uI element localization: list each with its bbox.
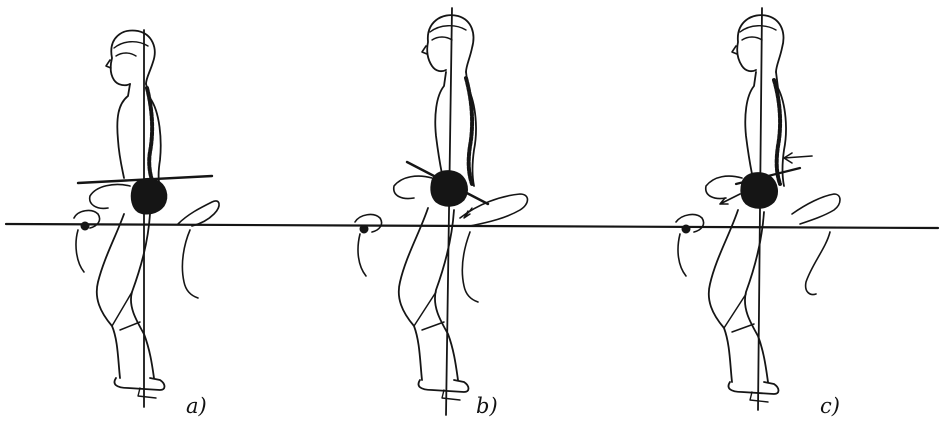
panel-label-c: c) bbox=[820, 394, 840, 418]
knee-marker-a bbox=[81, 222, 89, 230]
panel-b: b) bbox=[355, 8, 528, 418]
spine-b bbox=[466, 78, 472, 184]
panel-label-b: b) bbox=[476, 394, 498, 418]
head-b bbox=[422, 15, 473, 72]
arrow-lumbar-c bbox=[784, 153, 812, 163]
pelvis-b bbox=[431, 171, 468, 207]
pelvis-a bbox=[131, 178, 167, 214]
head-c bbox=[732, 15, 783, 72]
pelvis-c bbox=[741, 173, 778, 209]
knee-marker-c bbox=[682, 225, 690, 233]
knee-marker-b bbox=[360, 225, 368, 233]
head-a bbox=[106, 30, 155, 85]
panel-label-a: a) bbox=[186, 394, 207, 418]
panel-c: c) bbox=[676, 8, 840, 418]
spine-c bbox=[774, 80, 780, 184]
plumb-line-b bbox=[446, 8, 452, 415]
